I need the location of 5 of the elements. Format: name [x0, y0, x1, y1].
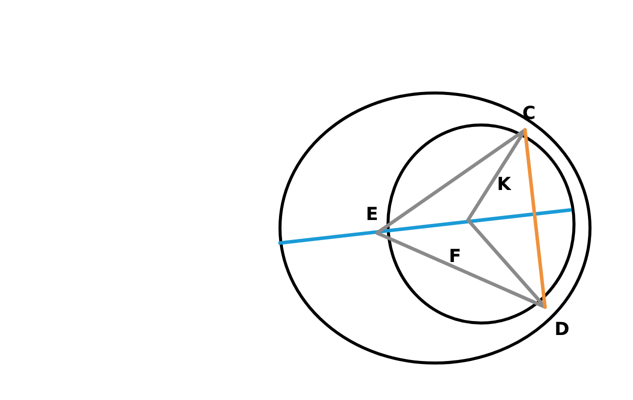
point-label: F: [448, 248, 462, 266]
point-label: C: [522, 105, 536, 123]
point-label: D: [554, 321, 570, 339]
point-label: K: [497, 176, 511, 194]
point-label: E: [366, 206, 378, 224]
